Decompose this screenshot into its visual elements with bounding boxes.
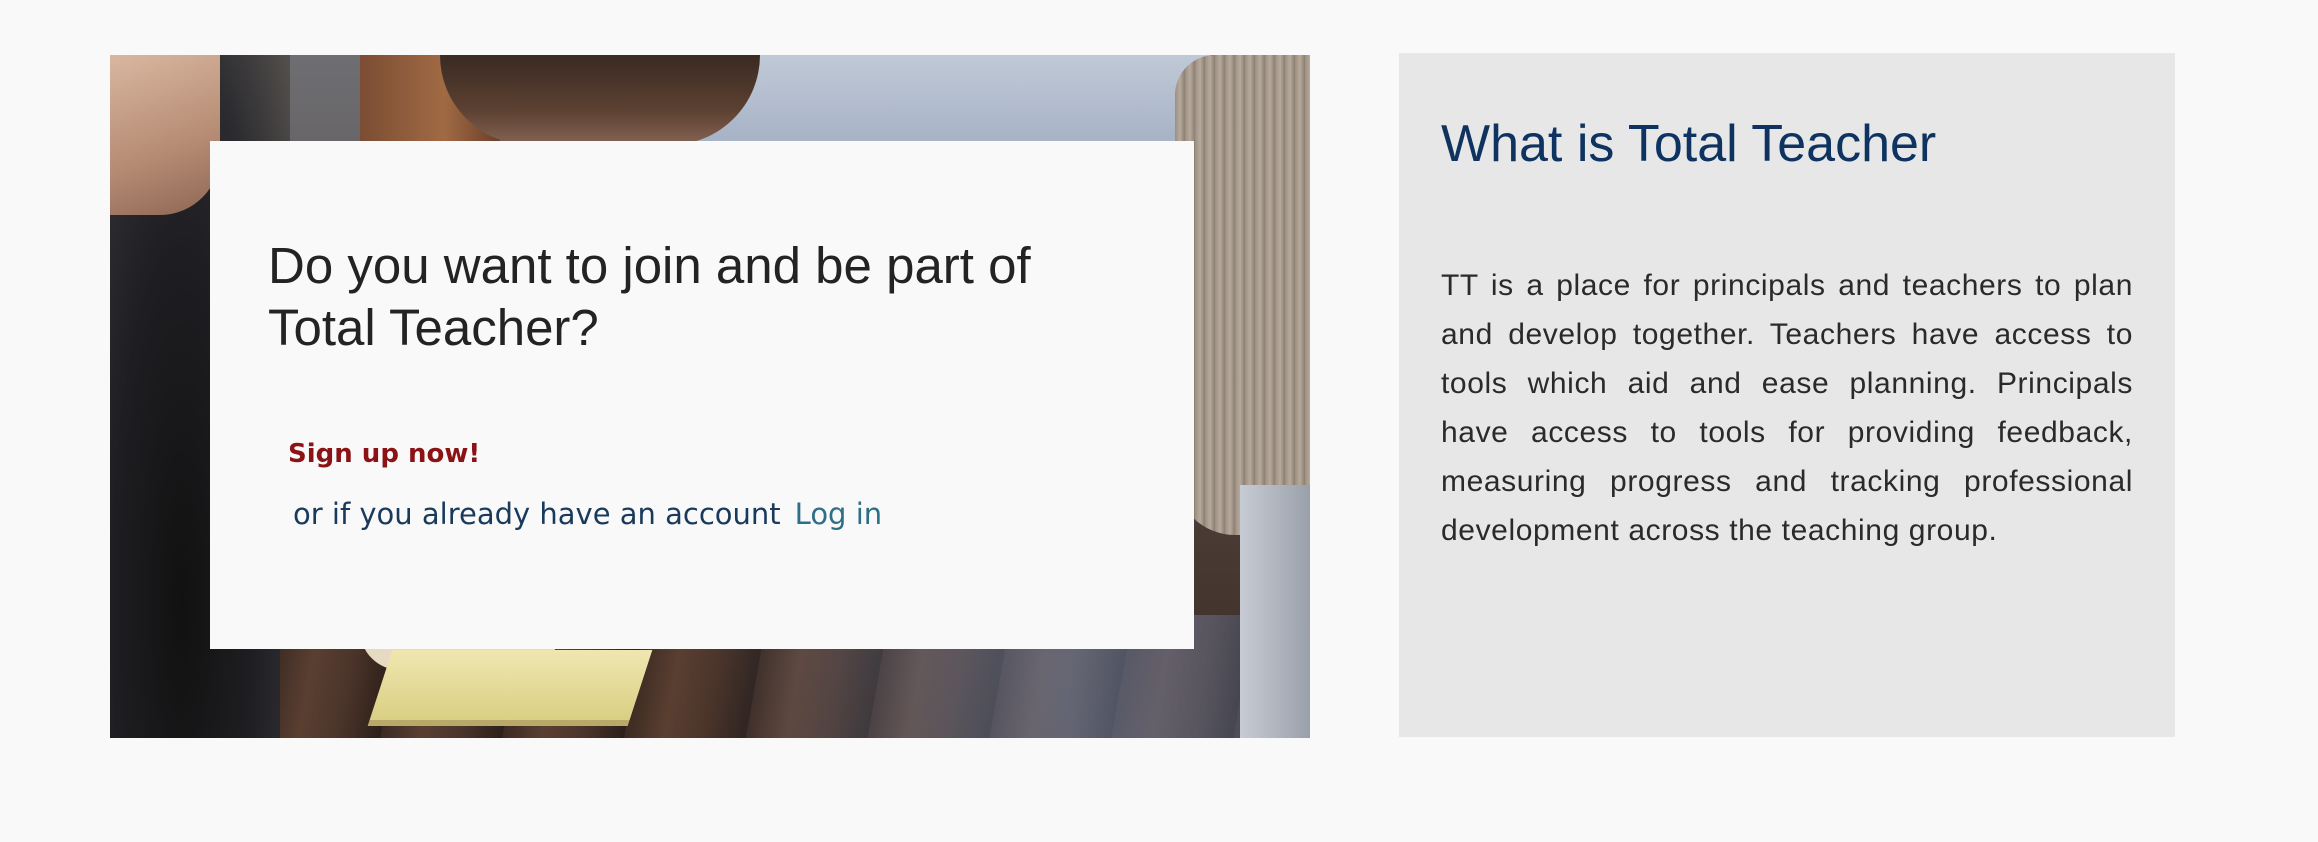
log-in-link[interactable]: Log in [794,497,883,531]
photo-knit-sweater [1175,55,1310,535]
login-prompt-text: or if you already have an account [293,497,781,531]
join-card: Do you want to join and be part of Total… [210,141,1194,649]
photo-notebook [367,650,653,726]
about-panel: What is Total Teacher TT is a place for … [1399,53,2175,737]
photo-person-face [110,55,220,215]
photo-laptop [1240,485,1310,738]
photo-person-head [440,55,760,145]
sign-up-link[interactable]: Sign up now! [288,439,481,469]
join-title: Do you want to join and be part of Total… [268,237,1031,356]
login-line: or if you already have an account Log in [293,497,882,531]
about-description: TT is a place for principals and teacher… [1441,269,2133,547]
about-title: What is Total Teacher [1441,115,1937,173]
